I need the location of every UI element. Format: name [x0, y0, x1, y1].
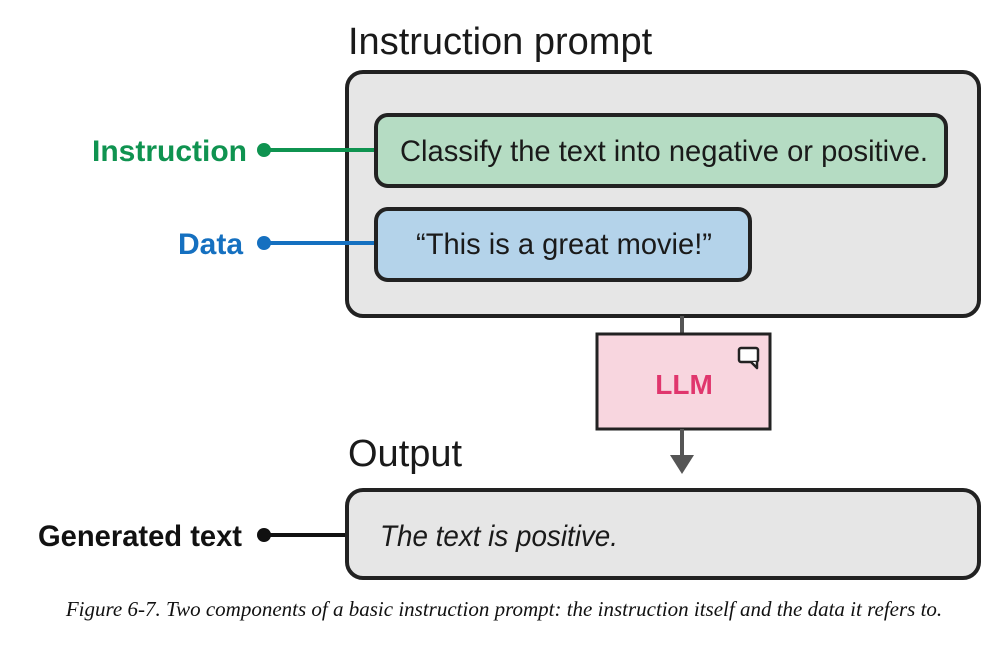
- output-heading: Output: [348, 433, 463, 475]
- data-text: “This is a great movie!”: [416, 228, 712, 261]
- instruction-box: [374, 113, 948, 188]
- generated-text-label: Generated text: [38, 520, 242, 553]
- instruction-text: Classify the text into negative or posit…: [400, 135, 928, 168]
- llm-to-output-arrow: [670, 429, 694, 474]
- data-box: [374, 207, 752, 282]
- instruction-label: Instruction: [92, 135, 247, 168]
- generated-text-connector: [257, 528, 348, 542]
- llm-label: LLM: [655, 369, 713, 400]
- data-label: Data: [178, 228, 243, 261]
- instruction-connector: [257, 143, 377, 157]
- output-box: [345, 488, 981, 580]
- instruction-prompt-diagram: Instruction prompt Instruction Classify …: [38, 21, 981, 580]
- instruction-prompt-heading: Instruction prompt: [348, 21, 653, 63]
- data-connector: [257, 236, 377, 250]
- output-text: The text is positive.: [380, 520, 618, 553]
- speech-bubble-icon: [737, 346, 760, 370]
- figure-caption: Figure 6-7. Two components of a basic in…: [65, 597, 943, 621]
